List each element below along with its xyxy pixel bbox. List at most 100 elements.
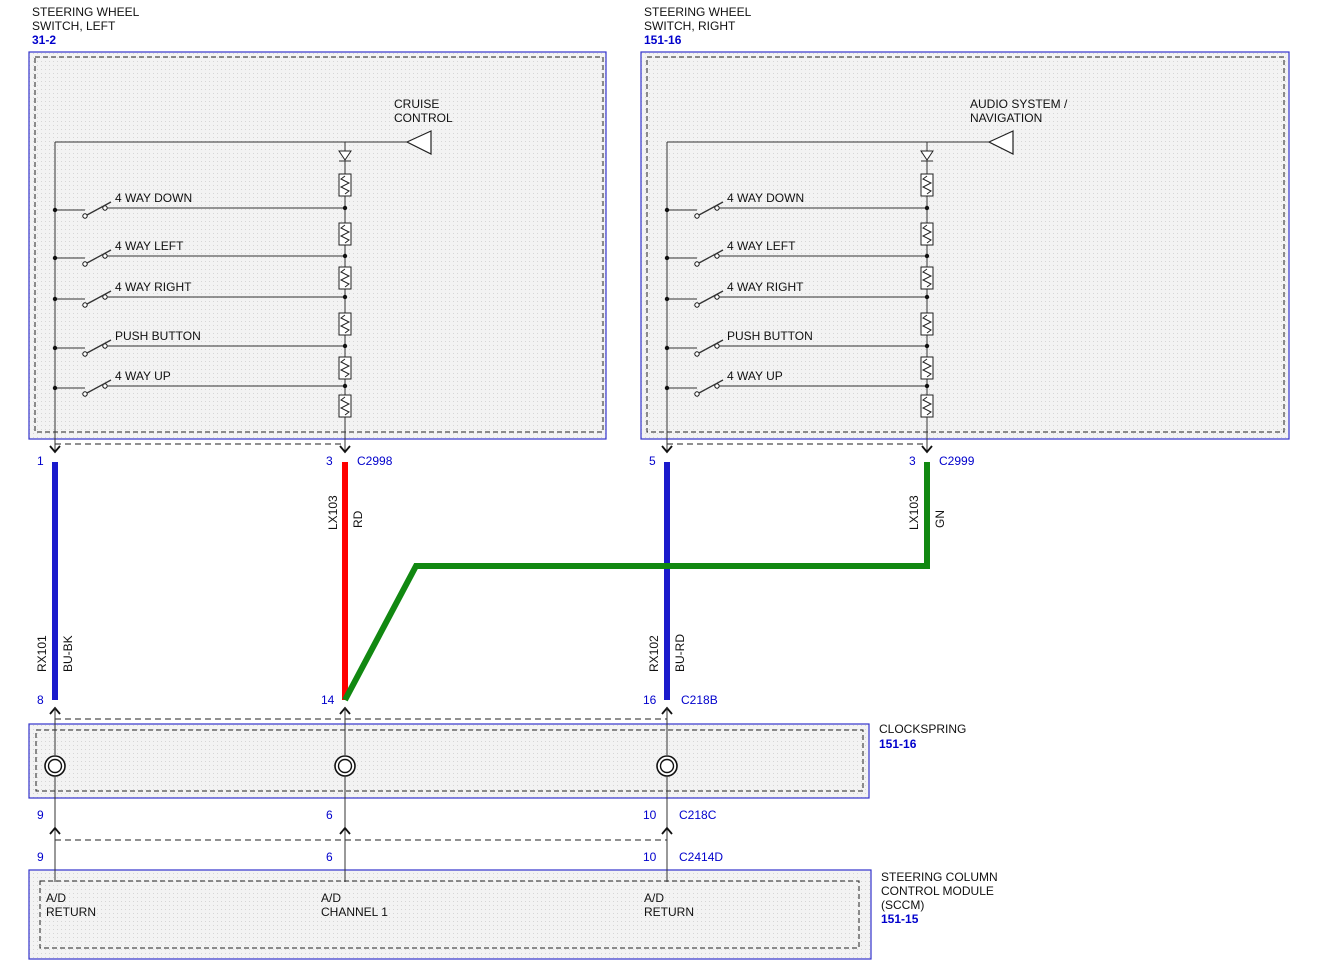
switch-4: PUSH BUTTON: [52, 329, 348, 357]
switch-lever: [698, 249, 724, 264]
signal-triangle-icon: [405, 130, 432, 155]
resistor-zigzag: [339, 224, 351, 244]
wire-color-label-gn: GN: [933, 510, 947, 528]
switch-label: 4 WAY LEFT: [115, 239, 184, 253]
clockspring-ring-inner: [337, 758, 353, 774]
sccm-title-line3: (SCCM): [881, 898, 924, 912]
wire-color-label-bu-rd: BU-RD: [673, 634, 687, 672]
connector-arrow-icon: [661, 826, 673, 835]
pin-label: 3: [909, 454, 916, 468]
junction-dot: [664, 345, 670, 351]
sccm-title-line2: CONTROL MODULE: [881, 884, 994, 898]
left-switch-ref[interactable]: 31-2: [32, 33, 56, 47]
connector-label-c218c: C218C: [679, 808, 717, 822]
switch-1: 4 WAY DOWN: [664, 191, 930, 219]
switch-2: 4 WAY LEFT: [52, 239, 348, 267]
switch-3: 4 WAY RIGHT: [664, 280, 930, 308]
switch-label: 4 WAY LEFT: [727, 239, 796, 253]
circuit-label-lx103: LX103: [326, 495, 340, 530]
switch-label: 4 WAY RIGHT: [727, 280, 804, 294]
connector-arrow-icon: [49, 445, 61, 454]
resistor-zigzag: [921, 314, 933, 334]
junction-dot: [342, 343, 348, 349]
clockspring-ref[interactable]: 151-16: [879, 737, 917, 751]
wires: [52, 462, 930, 702]
sccm-pin-label-line2: RETURN: [46, 905, 96, 919]
switch-label: PUSH BUTTON: [115, 329, 201, 343]
signal-label-line1: CRUISE: [394, 97, 439, 111]
switch-5: 4 WAY UP: [52, 369, 348, 397]
junction-dot: [664, 207, 670, 213]
sccm-module: STEERING COLUMN CONTROL MODULE (SCCM) 15…: [28, 869, 998, 960]
resistor-zigzag: [921, 358, 933, 378]
switch-label: 4 WAY DOWN: [115, 191, 192, 205]
switch-contact: [694, 391, 700, 397]
switch-contact: [694, 351, 700, 357]
clockspring-ring-inner: [47, 758, 63, 774]
switch-contact: [82, 391, 88, 397]
switch-contact: [82, 261, 88, 267]
sccm-pin-label-line2: RETURN: [644, 905, 694, 919]
resistor-zigzag: [921, 175, 933, 195]
circuit-label-rx102: RX102: [647, 635, 661, 672]
right-switch-title-line2: SWITCH, RIGHT: [644, 19, 736, 33]
junction-dot: [924, 343, 930, 349]
junction-dot: [664, 255, 670, 261]
left-switch-title-line2: SWITCH, LEFT: [32, 19, 116, 33]
right-switch-ref[interactable]: 151-16: [644, 33, 682, 47]
switch-4: PUSH BUTTON: [664, 329, 930, 357]
junction-dot: [924, 294, 930, 300]
pin-label: 6: [326, 850, 333, 864]
switch-lever: [86, 201, 112, 216]
sccm-pin-label-line2: CHANNEL 1: [321, 905, 388, 919]
junction-dot: [52, 345, 58, 351]
pin-label: 16: [643, 693, 657, 707]
sccm-pin-label-line1: A/D: [644, 891, 664, 905]
wire-color-label-rd: RD: [351, 510, 365, 528]
right-switch-inner-outline: [646, 56, 1285, 433]
circuit-label-rx101: RX101: [35, 635, 49, 672]
lower-wire-stubs: [44, 706, 678, 882]
junction-dot: [342, 205, 348, 211]
left-switch-module: STEERING WHEEL SWITCH, LEFT 31-2 CRUISEC…: [28, 5, 607, 454]
signal-triangle-icon: [987, 130, 1014, 155]
resistor-zigzag: [339, 358, 351, 378]
connector-label-c2414d: C2414D: [679, 850, 723, 864]
clockspring-module: CLOCKSPRING 151-16: [28, 718, 966, 799]
junction-dot: [342, 253, 348, 259]
wire-lx103-gn[interactable]: [342, 462, 930, 702]
switch-contact: [694, 213, 700, 219]
resistor-zigzag: [921, 396, 933, 416]
junction-dot: [342, 294, 348, 300]
switch-contact: [82, 302, 88, 308]
switch-3: 4 WAY RIGHT: [52, 280, 348, 308]
diode-icon: [338, 150, 352, 161]
pin-label: 6: [326, 808, 333, 822]
sccm-ref[interactable]: 151-15: [881, 912, 919, 926]
connector-label-c2999: C2999: [939, 454, 975, 468]
junction-dot: [664, 385, 670, 391]
resistor-zigzag: [339, 396, 351, 416]
resistor-zigzag: [339, 314, 351, 334]
switch-lever: [698, 290, 724, 305]
switch-lever: [698, 339, 724, 354]
connector-arrow-icon: [661, 445, 673, 454]
junction-dot: [924, 383, 930, 389]
right-switch-title-line1: STEERING WHEEL: [644, 5, 752, 19]
pin-label: 8: [37, 693, 44, 707]
connector-label-c2998: C2998: [357, 454, 393, 468]
switch-lever: [698, 379, 724, 394]
switch-contact: [82, 213, 88, 219]
signal-label-line2: NAVIGATION: [970, 111, 1042, 125]
pin-label: 9: [37, 850, 44, 864]
right-switch-outline: [640, 51, 1290, 440]
pin-label: 1: [37, 454, 44, 468]
clockspring-outline: [28, 723, 870, 799]
switch-2: 4 WAY LEFT: [664, 239, 930, 267]
wire-color-label-bu-bk: BU-BK: [61, 635, 75, 672]
switch-1: 4 WAY DOWN: [52, 191, 348, 219]
pin-label: 10: [643, 808, 657, 822]
pin-label: 5: [649, 454, 656, 468]
